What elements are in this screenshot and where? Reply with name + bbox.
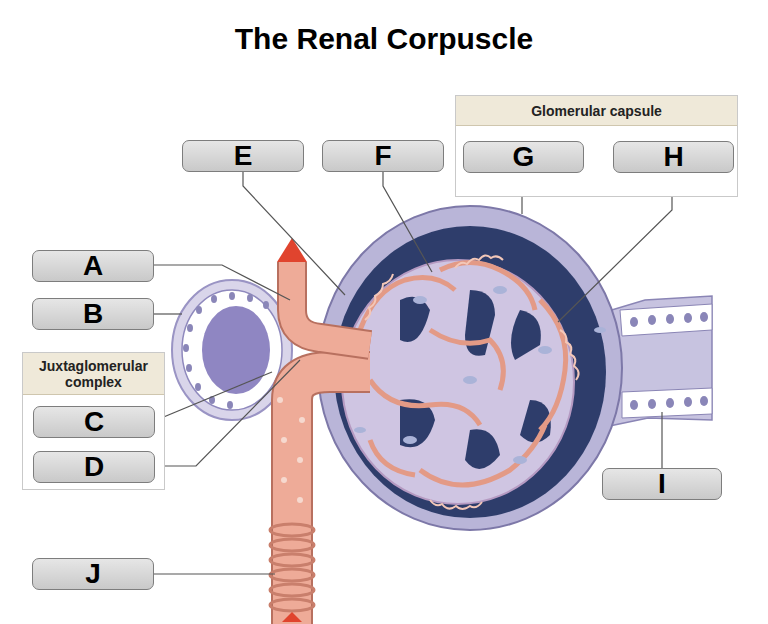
label-box: B (32, 298, 154, 330)
tubule-nuclei (630, 312, 708, 410)
label-box: I (602, 468, 722, 500)
callout-letter: A (83, 252, 103, 280)
label-box: A (32, 250, 154, 282)
group-heading: Glomerular capsule (456, 96, 737, 126)
tubule-cells (620, 304, 712, 336)
label-box: H (613, 141, 734, 173)
callout-letter: E (234, 142, 253, 170)
smooth-muscle-coils (270, 524, 314, 611)
diagram-title: The Renal Corpuscle (0, 22, 768, 56)
tubule-cells (622, 388, 712, 418)
callout-letter: J (85, 560, 101, 588)
callout-letter: F (374, 142, 391, 170)
glomerulus (342, 260, 574, 504)
efferent-arteriole-edge (292, 262, 370, 345)
capillary-loops (360, 263, 566, 486)
leader-lines (154, 172, 672, 574)
label-box: D (33, 451, 155, 483)
group-frame: Glomerular capsuleG H (455, 95, 738, 197)
efferent-arteriole (292, 262, 370, 345)
podocytes (365, 255, 579, 509)
tubule-wall (182, 290, 282, 410)
capsular-space (334, 226, 606, 518)
group-frame: Juxtaglomerular complexCD (22, 352, 165, 490)
capsular-gaps (400, 290, 551, 469)
tubule-lumen (202, 306, 270, 394)
callout-letter: G (513, 143, 535, 171)
flow-arrow (282, 612, 302, 622)
callout-letter: I (658, 470, 666, 498)
label-box: E (182, 140, 304, 172)
group-heading: Juxtaglomerular complex (23, 353, 164, 395)
label-box: J (32, 558, 154, 590)
callout-letter: H (663, 143, 683, 171)
callout-letter: C (84, 408, 104, 436)
label-box: G (463, 141, 584, 173)
label-box: C (33, 406, 155, 438)
label-box: F (322, 140, 444, 172)
granular-cells (277, 397, 305, 503)
callout-letter: D (84, 453, 104, 481)
callout-letter: B (83, 300, 103, 328)
